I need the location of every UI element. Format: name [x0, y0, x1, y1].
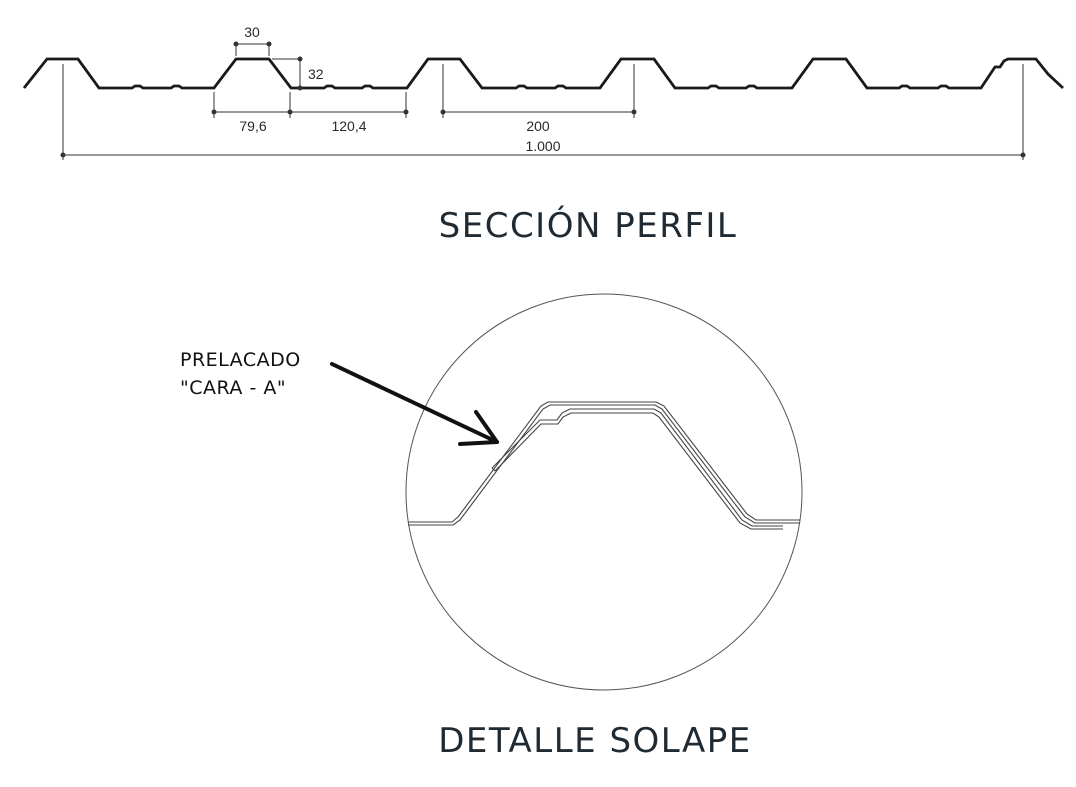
note-prelacado: PRELACADO: [180, 349, 301, 371]
upper-sheet-end: [491, 467, 496, 472]
dimension-segment-a: 79,6: [239, 118, 266, 134]
trapezoidal-profile-line: [22, 57, 1064, 90]
detail-circle: [405, 293, 803, 691]
lower-sheet-outer: [408, 401, 800, 523]
dimension-rib-height: 32: [308, 66, 324, 82]
overlap-detail-title: DETALLE SOLAPE: [438, 721, 752, 761]
overlap-detail: PRELACADO "CARA - A" DETALLE SOLAPE: [180, 293, 803, 761]
callout-arrow: [330, 362, 499, 446]
dimension-lines: [60, 41, 1026, 160]
dimension-overall-width: 1.000: [525, 138, 560, 154]
upper-sheet-inner: [494, 412, 783, 530]
upper-sheet-outer: [491, 408, 783, 527]
note-cara-a: "CARA - A": [180, 377, 286, 399]
lower-sheet-inner: [408, 404, 800, 526]
dimension-crest-width: 30: [244, 24, 260, 40]
dimension-segment-b: 120,4: [331, 118, 366, 134]
section-profile: 30 32 79,6 120,4 200 1.000 SECCIÓN PERFI…: [22, 24, 1064, 246]
dimension-pitch: 200: [526, 118, 550, 134]
section-profile-title: SECCIÓN PERFIL: [439, 205, 738, 246]
